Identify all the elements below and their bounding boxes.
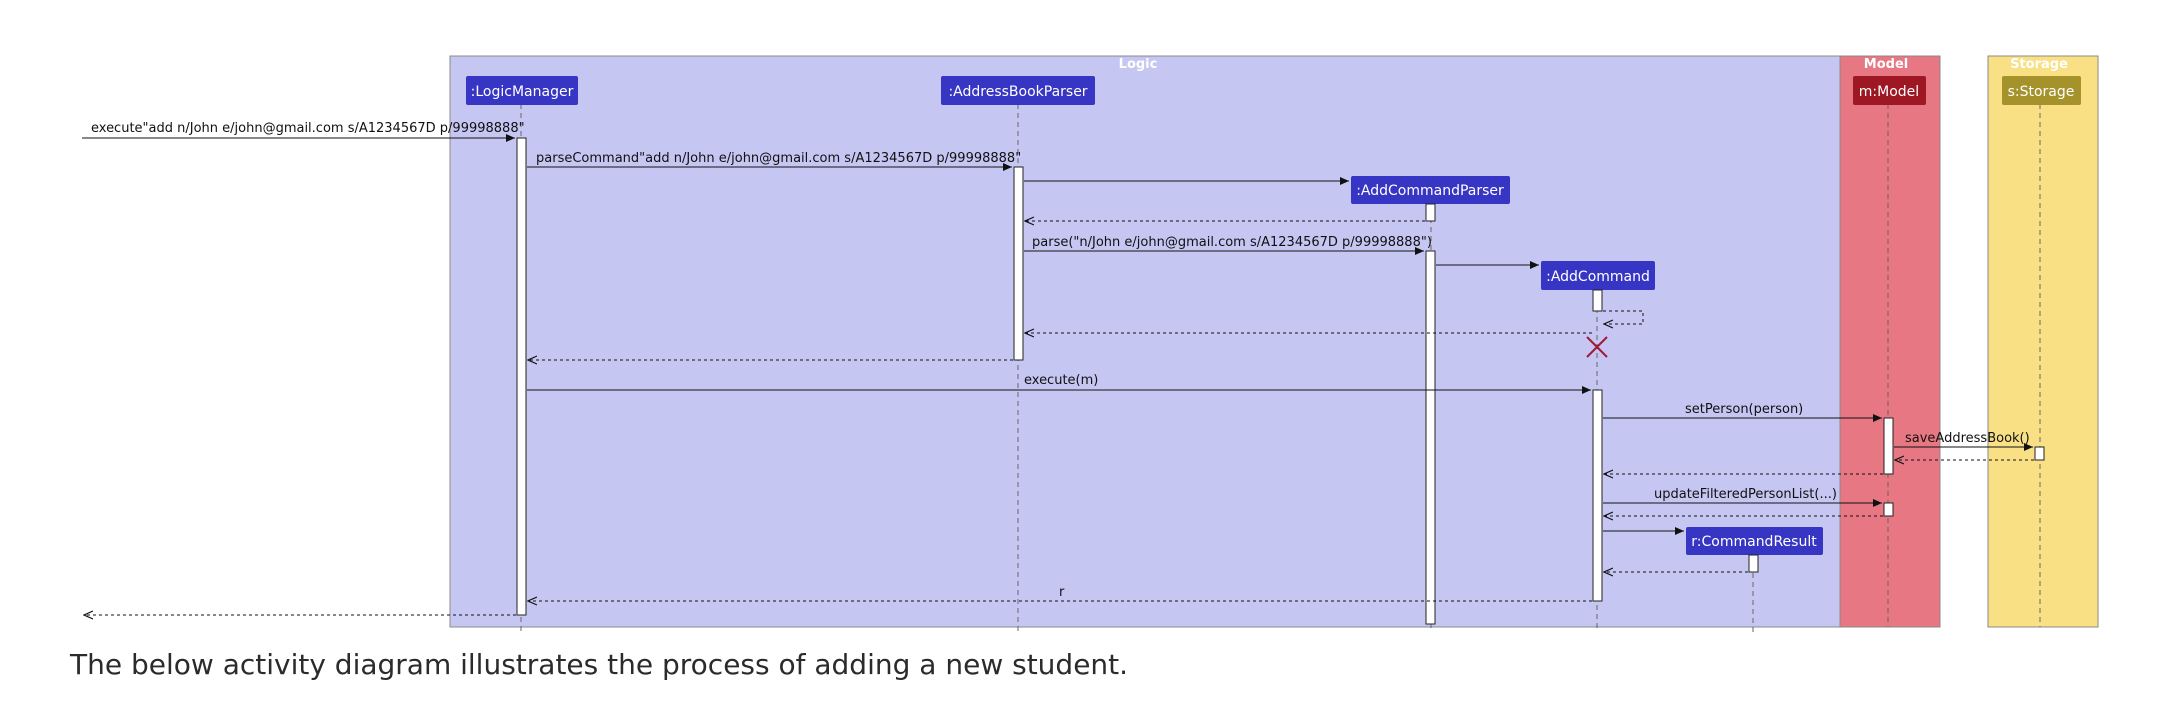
participant-label: :LogicManager (471, 84, 574, 100)
activation-add-command-parser-1 (1425, 203, 1436, 222)
return-messages (84, 221, 2034, 615)
participant-label: :AddressBookParser (948, 84, 1087, 100)
participant-label: :AddCommand (1546, 269, 1650, 285)
activation-command-result (1748, 554, 1759, 573)
storage-group-title: Storage (2010, 57, 2068, 72)
sequence-diagram: Logic Model Storage :LogicManager :Addre… (82, 55, 2099, 632)
msg-label-parse: parse("n/John e/john@gmail.com s/A123456… (1032, 235, 1432, 250)
participant-add-command-parser: :AddCommandParser (1351, 176, 1510, 204)
participant-storage: s:Storage (2002, 76, 2081, 105)
model-group-title: Model (1864, 57, 1908, 72)
logic-group-title: Logic (1119, 57, 1158, 72)
participant-address-book-parser: :AddressBookParser (941, 76, 1095, 105)
activation-logic-manager (516, 137, 527, 616)
msg-label-execute-m: execute(m) (1024, 373, 1098, 388)
activation-add-command-1 (1592, 289, 1603, 312)
activation-address-book-parser (1013, 166, 1024, 361)
destroy-marker (1586, 336, 1608, 358)
participant-add-command: :AddCommand (1541, 261, 1655, 290)
activation-bars (516, 137, 2045, 625)
activation-add-command-parser-2 (1425, 250, 1436, 625)
participant-label: m:Model (1859, 84, 1919, 100)
participant-model: m:Model (1853, 76, 1926, 105)
participant-logic-manager: :LogicManager (466, 76, 578, 105)
msg-label-return-r: r (1059, 585, 1065, 600)
sync-messages (82, 134, 2033, 535)
activation-storage (2034, 446, 2045, 461)
msg-label-parse-command: parseCommand"add n/John e/john@gmail.com… (536, 151, 1021, 166)
return-self-add-command (1603, 310, 1644, 324)
storage-group: Storage (1987, 55, 2099, 628)
msg-label-update-filtered: updateFilteredPersonList(...) (1654, 487, 1837, 502)
activation-add-command-2 (1592, 389, 1603, 602)
participant-command-result: r:CommandResult (1686, 527, 1823, 555)
participant-label: s:Storage (2008, 84, 2075, 100)
msg-label-execute-input: execute"add n/John e/john@gmail.com s/A1… (91, 121, 525, 136)
caption-text: The below activity diagram illustrates t… (70, 648, 1129, 681)
participant-label: :AddCommandParser (1356, 183, 1504, 199)
activation-model-2 (1883, 502, 1894, 517)
activation-model-1 (1883, 417, 1894, 475)
msg-label-set-person: setPerson(person) (1685, 402, 1803, 417)
msg-label-save-address-book: saveAddressBook() (1905, 431, 2030, 446)
participant-label: r:CommandResult (1691, 534, 1817, 550)
model-group: Model (1839, 55, 1941, 628)
logic-group: Logic (449, 55, 1841, 628)
